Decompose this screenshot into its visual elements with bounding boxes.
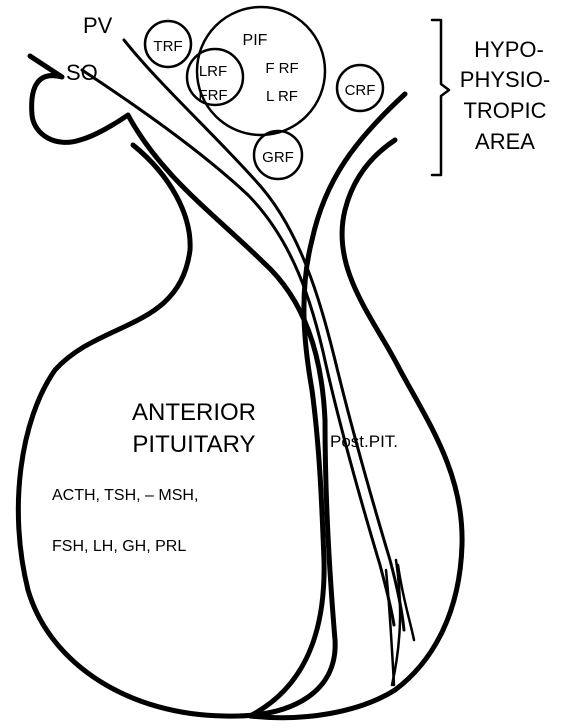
trf-label: TRF: [153, 38, 182, 55]
hormones-line-1: ACTH, TSH, – MSH,: [52, 487, 198, 504]
frf2-label: F RF: [265, 60, 298, 77]
hypophysiotropic-line-3: TROPIC: [463, 98, 546, 123]
pif-label: PIF: [243, 32, 268, 49]
frf-label: FRF: [198, 87, 227, 104]
grf-label: GRF: [262, 149, 294, 166]
posterior-pituitary-label: Post.PIT.: [330, 432, 398, 451]
anterior-pituitary-title-2: PITUITARY: [132, 431, 255, 458]
hypophysiotropic-line-4: AREA: [475, 129, 535, 154]
pv-label: PV: [83, 13, 113, 38]
lrf2-label: L RF: [266, 88, 298, 105]
hypophysiotropic-line-1: HYPO-: [474, 37, 544, 62]
hypophysiotropic-bracket: [432, 20, 449, 175]
hypophysiotropic-line-2: PHYSIO-: [460, 67, 550, 92]
so-label: SO: [66, 60, 98, 85]
posterior-pituitary-outline: [250, 94, 462, 718]
anterior-pituitary-title-1: ANTERIOR: [132, 399, 256, 426]
crf-label: CRF: [345, 82, 376, 99]
tract-branch-c: [386, 570, 394, 685]
lrf-label: LRF: [199, 63, 227, 80]
hormones-line-2: FSH, LH, GH, PRL: [52, 538, 186, 555]
